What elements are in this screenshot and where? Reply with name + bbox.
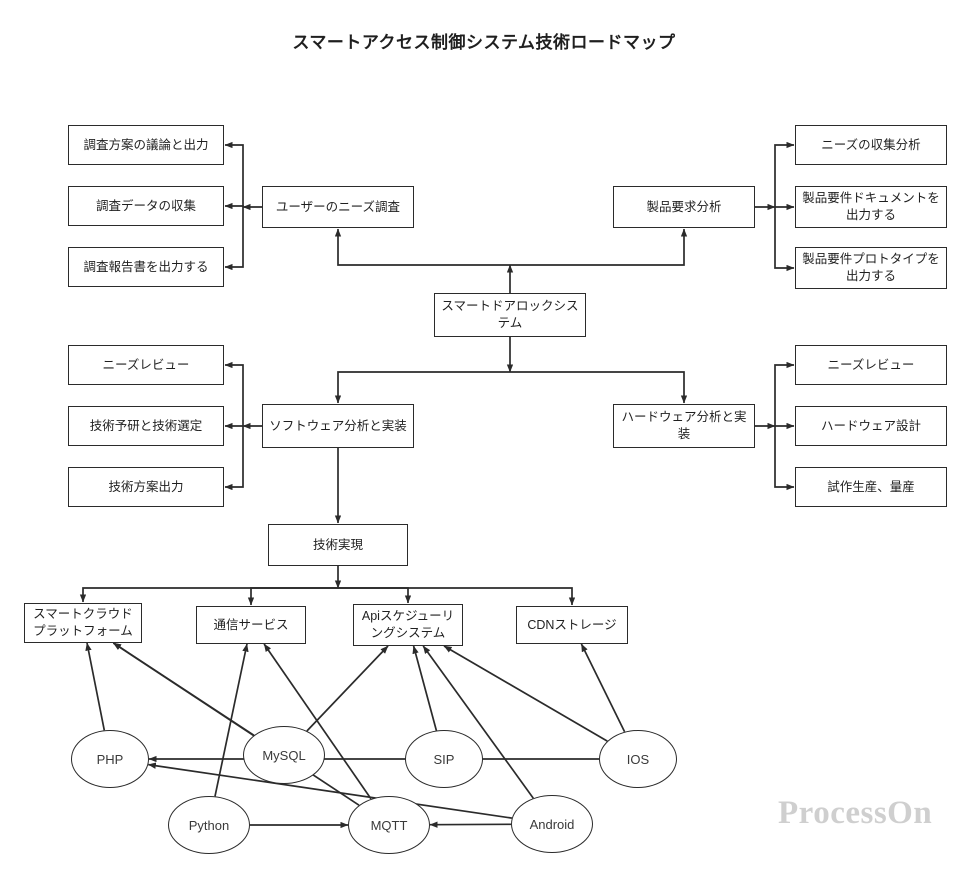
edge-n23-n19	[85, 642, 106, 731]
edge-n18-n19	[79, 587, 338, 603]
node-n4[interactable]: ユーザーのニーズ調査	[262, 186, 414, 228]
node-label: 調査データの収集	[95, 198, 196, 213]
edge-n26-n21	[443, 645, 608, 742]
node-label: ソフトウェア分析と実装	[269, 418, 407, 433]
node-n16[interactable]: ハードウェア設計	[795, 406, 947, 446]
node-label: MySQL	[262, 747, 306, 763]
node-label: スマートドアロックシステム	[441, 299, 579, 330]
edge-n13-n12	[224, 426, 244, 491]
node-label: Python	[188, 817, 230, 833]
node-label: IOS	[626, 751, 650, 767]
node-label: ニーズの収集分析	[821, 137, 921, 152]
edge-n24-n19	[113, 642, 255, 737]
edge-n14-n15	[774, 361, 795, 426]
node-label: Apiスケジューリングシステム	[361, 609, 455, 640]
node-n21[interactable]: Apiスケジューリングシステム	[353, 604, 463, 646]
edge-n4-n1	[224, 141, 244, 207]
node-n6[interactable]: ニーズの収集分析	[795, 125, 947, 165]
edge-n9-n14	[510, 371, 688, 404]
node-label: 技術予研と技術選定	[89, 418, 203, 433]
page-title: スマートアクセス制御システム技術ロードマップ	[292, 33, 676, 52]
node-n23[interactable]: PHP	[71, 730, 149, 788]
node-label: スマートクラウドプラットフォーム	[33, 607, 133, 638]
node-label: 通信サービス	[213, 617, 289, 632]
watermark-processon: ProcessOn	[778, 795, 933, 831]
node-label: 技術実現	[312, 537, 363, 552]
edge-n14-n17	[774, 426, 795, 491]
edge-n13-n10	[224, 361, 244, 426]
node-n10[interactable]: ニーズレビュー	[68, 345, 224, 385]
node-n19[interactable]: スマートクラウドプラットフォーム	[24, 603, 142, 643]
edge-n25-n21	[412, 645, 438, 731]
node-n29[interactable]: Android	[511, 795, 593, 853]
node-label: 調査方案の議論と出力	[83, 137, 209, 152]
node-label: ユーザーのニーズ調査	[275, 199, 401, 214]
edge-n18-n20	[247, 587, 338, 606]
node-label: 調査報告書を出力する	[83, 259, 209, 274]
node-n22[interactable]: CDNストレージ	[516, 606, 628, 644]
node-label: 製品要件ドキュメントを出力する	[802, 191, 940, 222]
edge-n4-n3	[224, 207, 244, 271]
edge-n24-n21	[306, 645, 389, 732]
node-n20[interactable]: 通信サービス	[196, 606, 306, 644]
node-n5[interactable]: 製品要求分析	[613, 186, 755, 228]
node-label: ニーズレビュー	[827, 357, 915, 372]
node-n17[interactable]: 試作生産、量産	[795, 467, 947, 507]
node-label: ニーズレビュー	[102, 357, 190, 372]
node-n25[interactable]: SIP	[405, 730, 483, 788]
node-label: 製品要件プロトタイプを出力する	[802, 252, 940, 283]
edge-n18-n22	[338, 587, 576, 606]
node-label: ハードウェア分析と実装	[621, 410, 747, 441]
edge-n9-n5	[510, 228, 688, 266]
node-n13[interactable]: ソフトウェア分析と実装	[262, 404, 414, 448]
node-n12[interactable]: 技術方案出力	[68, 467, 224, 507]
edge-n5-n6	[774, 141, 795, 207]
node-n18[interactable]: 技術実現	[268, 524, 408, 566]
node-label: MQTT	[370, 817, 408, 833]
node-n9[interactable]: スマートドアロックシステム	[434, 293, 586, 337]
node-label: 技術方案出力	[108, 479, 184, 494]
node-label: SIP	[433, 751, 455, 767]
node-label: 製品要求分析	[646, 199, 722, 214]
node-n1[interactable]: 調査方案の議論と出力	[68, 125, 224, 165]
edge-n27-n20	[214, 643, 249, 797]
node-n24[interactable]: MySQL	[243, 726, 325, 784]
node-label: PHP	[96, 751, 124, 767]
node-n7[interactable]: 製品要件ドキュメントを出力する	[795, 186, 947, 228]
node-n14[interactable]: ハードウェア分析と実装	[613, 404, 755, 448]
node-label: Android	[529, 816, 575, 832]
edge-n9-n4	[334, 228, 510, 266]
edge-n26-n22	[580, 643, 626, 733]
node-n15[interactable]: ニーズレビュー	[795, 345, 947, 385]
node-n8[interactable]: 製品要件プロトタイプを出力する	[795, 247, 947, 289]
node-n28[interactable]: MQTT	[348, 796, 430, 854]
edge-n28-n19	[112, 642, 360, 806]
edge-n18-n21	[338, 587, 412, 604]
node-label: ハードウェア設計	[820, 418, 921, 433]
node-n3[interactable]: 調査報告書を出力する	[68, 247, 224, 287]
node-label: CDNストレージ	[527, 617, 617, 632]
node-n2[interactable]: 調査データの収集	[68, 186, 224, 226]
node-n11[interactable]: 技術予研と技術選定	[68, 406, 224, 446]
node-label: 試作生産、量産	[827, 479, 915, 494]
edge-n4-n2	[224, 202, 244, 210]
edge-n9-n13	[334, 371, 510, 404]
node-n27[interactable]: Python	[168, 796, 250, 854]
edge-n5-n8	[774, 207, 795, 272]
node-n26[interactable]: IOS	[599, 730, 677, 788]
